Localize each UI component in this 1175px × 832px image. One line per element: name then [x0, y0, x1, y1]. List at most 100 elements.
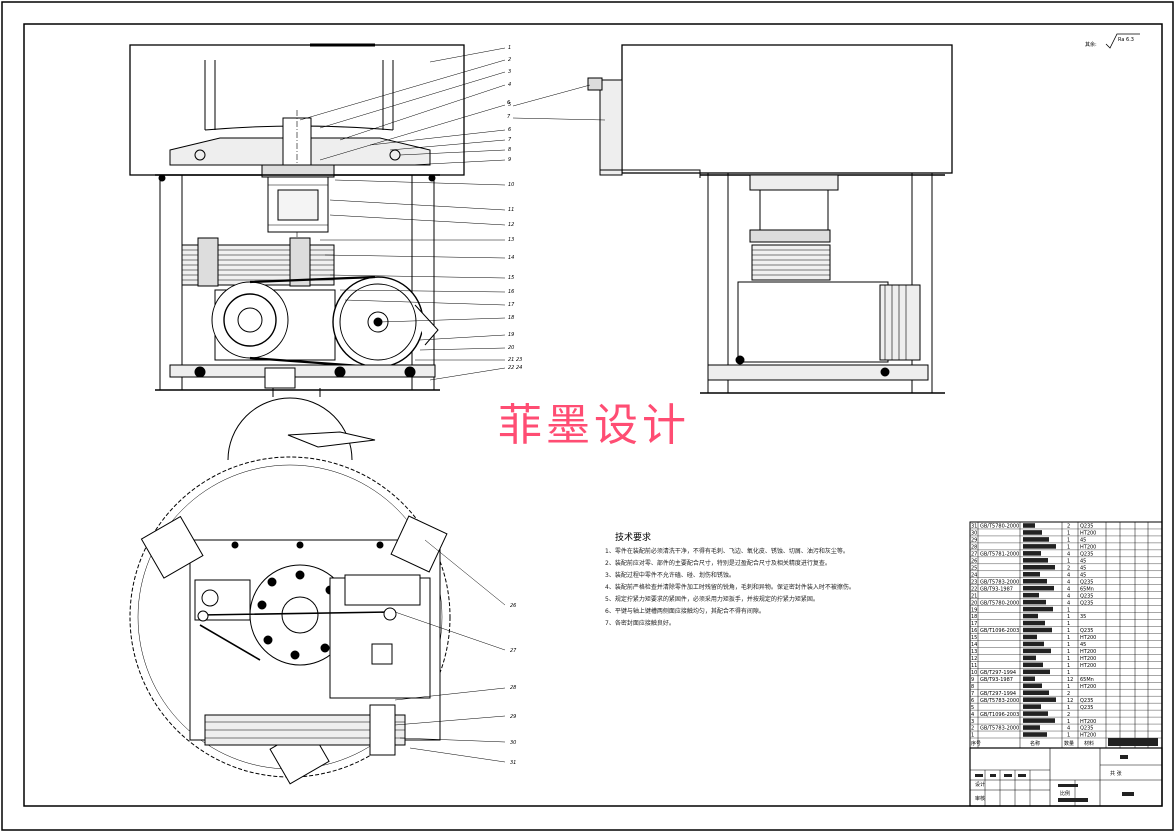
bom-name-bar: [1023, 627, 1052, 633]
bom-cell-qty: 1: [1067, 545, 1070, 551]
tech-requirement-line: 3、装配过程中零件不允许磕、碰、划伤和锈蚀。: [605, 571, 735, 579]
bom-cell-material: 45: [1080, 559, 1086, 565]
bom-cell-qty: 1: [1067, 621, 1070, 627]
tech-requirement-line: 6、平键与轴上键槽两侧面应接触均匀，其配合不得有间隙。: [605, 607, 765, 615]
bom-cell-code: GB/T5783-2000: [980, 726, 1019, 732]
bom-header-qty: 数量: [1064, 740, 1074, 747]
balloon: 16: [508, 289, 514, 295]
balloon: 22: [508, 365, 514, 371]
bom-cell-material: 45: [1080, 538, 1086, 544]
bom-cell-no: 31: [971, 524, 977, 530]
bom-header-name: 名称: [1030, 740, 1040, 747]
tech-requirement-line: 1、零件在装配前必须清洗干净，不得有毛刺、飞边、氧化皮、锈蚀、切屑、油污和灰尘等…: [605, 547, 849, 555]
bom-name-bar: [1023, 641, 1044, 647]
bom-name-bar: [1023, 592, 1039, 598]
bom-cell-no: 12: [971, 656, 977, 662]
bom-name-bar: [1023, 725, 1040, 730]
bom-cell-material: HT200: [1080, 719, 1096, 725]
bom-cell-no: 8: [971, 684, 974, 690]
bom-cell-material: Q235: [1080, 579, 1093, 585]
bom-cell-qty: 4: [1067, 726, 1070, 732]
bom-cell-no: 13: [971, 649, 977, 655]
designer-label: 设计: [975, 781, 985, 788]
bom-name-bar: [1023, 711, 1048, 716]
bom-cell-qty: 4: [1067, 579, 1070, 585]
bom-cell-no: 16: [971, 628, 977, 634]
bom-cell-no: 11: [971, 663, 977, 669]
bom-cell-no: 24: [971, 572, 977, 578]
bom-cell-qty: 1: [1067, 670, 1070, 676]
balloon: 24: [516, 365, 522, 371]
bom-cell-qty: 2: [1067, 712, 1070, 718]
balloon: 26: [510, 603, 516, 609]
bom-name-bar: [1023, 704, 1041, 709]
technical-requirements: 技术要求 1、零件在装配前必须清洗干净，不得有毛刺、飞边、氧化皮、锈蚀、切屑、油…: [605, 531, 855, 627]
bom-name-bar: [1023, 613, 1038, 619]
bom-cell-no: 17: [971, 621, 977, 627]
bom-cell-no: 21: [971, 593, 977, 599]
watermark-text: 菲墨设计: [498, 400, 690, 451]
balloon: 29: [510, 714, 516, 720]
balloon: 10: [508, 182, 514, 188]
bom-cell-no: 26: [971, 559, 977, 565]
bom-name-bar: [1023, 676, 1035, 682]
bom-cell-qty: 12: [1067, 698, 1073, 704]
bom-cell-material: 65Mn: [1080, 677, 1094, 683]
bom-cell-material: HT200: [1080, 531, 1096, 537]
title-block-labels: 比例 共 张 设计 审核: [975, 770, 1122, 802]
balloon: 17: [508, 302, 515, 308]
bom-cell-qty: 1: [1067, 628, 1070, 634]
bom-cell-material: 35: [1080, 614, 1086, 620]
tech-requirements-title: 技术要求: [615, 531, 651, 543]
bom-cell-material: 65Mn: [1080, 586, 1094, 592]
tech-requirement-line: 7、各密封面应接触良好。: [605, 619, 675, 627]
bom-cell-qty: 1: [1067, 642, 1070, 648]
bom-cell-material: Q235: [1080, 705, 1093, 711]
bom-name-bar: [1023, 571, 1040, 577]
bom-name-bar: [1023, 669, 1050, 675]
bom-cell-qty: 1: [1067, 733, 1070, 739]
bom-name-bar: [1023, 565, 1055, 570]
balloon: 1: [508, 45, 511, 51]
balloon: 6: [508, 127, 511, 133]
balloon: 8: [508, 147, 511, 153]
bom-cell-qty: 1: [1067, 559, 1070, 565]
bom-cell-qty: 4: [1067, 593, 1070, 599]
bom-cell-no: 29: [971, 538, 977, 544]
tech-requirement-line: 5、规定拧紧力矩要求的紧固件，必须采用力矩扳手，并按规定的拧紧力矩紧固。: [605, 595, 819, 603]
bom-cell-no: 7: [971, 691, 974, 697]
bom-cell-qty: 4: [1067, 572, 1070, 578]
balloon: 19: [508, 332, 514, 338]
bom-cell-no: 4: [971, 712, 974, 718]
bom-cell-material: Q235: [1080, 552, 1093, 558]
bom-cell-no: 5: [971, 705, 974, 711]
bom-name-bar: [1023, 683, 1042, 689]
roughness-value: Ra 6.3: [1118, 37, 1134, 43]
bom-cell-qty: 1: [1067, 719, 1070, 725]
bom-name-bar: [1023, 544, 1056, 549]
bom-cell-material: HT200: [1080, 656, 1096, 662]
bom-name-bar: [1023, 655, 1036, 661]
bom-cell-qty: 1: [1067, 663, 1070, 669]
bom-cell-material: Q235: [1080, 698, 1093, 704]
bom-name-bar: [1023, 662, 1043, 668]
balloon: 27: [510, 648, 517, 654]
bom-cell-material: HT200: [1080, 649, 1096, 655]
bom-name-bar: [1023, 690, 1049, 695]
bom-cell-code: GB/T5780-2000: [980, 524, 1019, 530]
balloon: 15: [508, 275, 514, 281]
bom-name-bar: [1023, 530, 1042, 535]
bom-cell-no: 10: [971, 670, 977, 676]
bom-cell-qty: 4: [1067, 552, 1070, 558]
